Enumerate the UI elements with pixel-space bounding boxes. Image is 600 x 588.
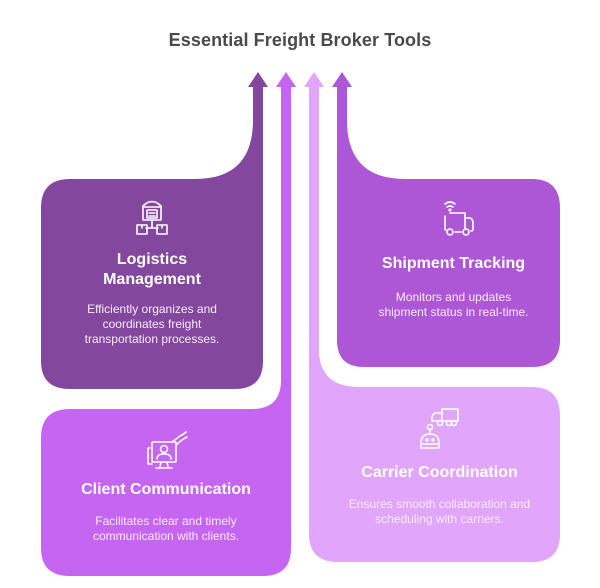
carrier-coordination-shape xyxy=(304,72,560,562)
arrow-head-shipment xyxy=(332,72,352,87)
monitor-user-icon xyxy=(147,431,188,469)
card-carrier-coordination: Carrier Coordination Ensures smooth coll… xyxy=(319,405,560,527)
arrow-head-carrier xyxy=(304,72,324,87)
arrow-head-client xyxy=(276,72,296,87)
card-shipment-tracking: Shipment Tracking Monitors and updates s… xyxy=(347,196,560,320)
arrow-head-logistics xyxy=(248,72,268,87)
shipment-tracking-shape xyxy=(328,72,570,377)
card-description: Monitors and updates shipment status in … xyxy=(378,290,529,319)
card-title: Client Communication xyxy=(81,481,251,498)
tracking-truck-icon xyxy=(443,201,474,236)
card-title: Shipment Tracking xyxy=(381,255,526,272)
robot-truck-icon xyxy=(419,408,459,449)
card-title-line: Management xyxy=(103,271,201,288)
card-description: Efficiently organizes and coordinates fr… xyxy=(84,302,220,346)
card-logistics-management: Logistics Management Efficiently organiz… xyxy=(41,196,263,347)
diagram-title: Essential Freight Broker Tools xyxy=(168,30,432,50)
client-communication-shape xyxy=(41,72,296,576)
warehouse-network-icon xyxy=(136,200,168,235)
card-title: Carrier Coordination xyxy=(361,464,518,481)
card-title-line: Logistics xyxy=(116,251,188,268)
logistics-management-shape xyxy=(31,72,273,399)
card-title: Logistics Management xyxy=(41,250,263,290)
card-description: Facilitates clear and timely communicati… xyxy=(92,514,240,543)
card-description: Ensures smooth collaboration and schedul… xyxy=(348,497,531,526)
card-client-communication: Client Communication Facilitates clear a… xyxy=(41,428,291,544)
